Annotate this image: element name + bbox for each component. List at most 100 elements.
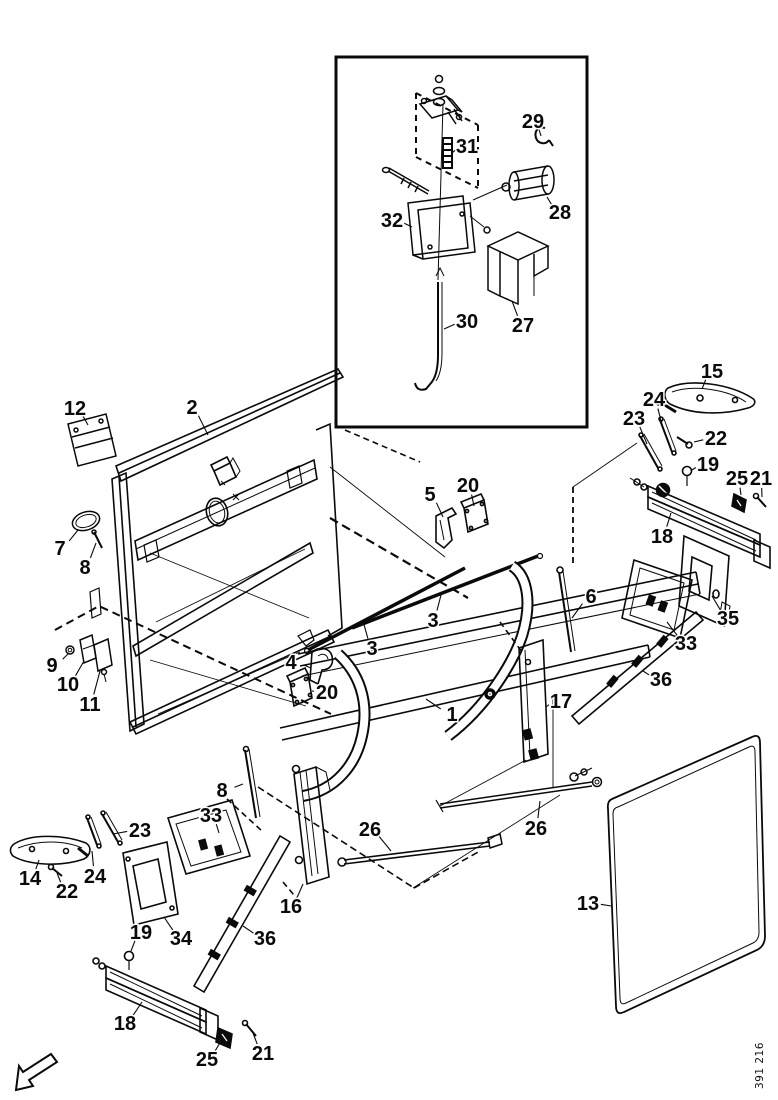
callout-36: 36 bbox=[254, 928, 276, 950]
callout-11: 11 bbox=[79, 694, 100, 716]
callout-leader-15-22 bbox=[702, 380, 706, 389]
callout-24: 24 bbox=[84, 866, 107, 888]
callout-leader-34-42 bbox=[164, 917, 173, 930]
callout-25: 25 bbox=[196, 1049, 218, 1071]
callout-15: 15 bbox=[701, 361, 723, 383]
callout-leader-27-4 bbox=[512, 301, 518, 316]
callout-leader-4-17 bbox=[303, 665, 311, 668]
callout-leader-23-24 bbox=[640, 427, 647, 444]
callout-16: 16 bbox=[280, 896, 302, 918]
callout-leader-32-2 bbox=[404, 223, 412, 227]
callout-leader-24-23 bbox=[658, 409, 663, 428]
callout-leader-36-32 bbox=[643, 671, 649, 675]
callout-3: 3 bbox=[366, 638, 377, 660]
callout-leader-35-30 bbox=[712, 596, 720, 610]
callout-leader-22-25 bbox=[694, 440, 703, 442]
callout-5: 5 bbox=[424, 484, 435, 506]
link-rods bbox=[338, 768, 602, 888]
callout-leader-36-44 bbox=[243, 926, 254, 933]
callout-24: 24 bbox=[643, 389, 666, 411]
callout-28: 28 bbox=[549, 202, 571, 224]
callout-leader-19-43 bbox=[131, 941, 135, 951]
callout-2: 2 bbox=[186, 397, 197, 419]
callout-6: 6 bbox=[585, 586, 596, 608]
callout-19: 19 bbox=[130, 922, 152, 944]
callout-21: 21 bbox=[252, 1043, 274, 1065]
callout-leader-14-38 bbox=[36, 860, 39, 869]
inset-detail-box bbox=[336, 57, 587, 427]
callout-27: 27 bbox=[512, 315, 534, 337]
callout-31: 31 bbox=[456, 136, 478, 158]
callout-leader-2-7 bbox=[198, 416, 208, 435]
door-panel bbox=[90, 369, 343, 734]
callout-33: 33 bbox=[675, 633, 697, 655]
callout-leader-23-35 bbox=[113, 831, 127, 834]
callout-34: 34 bbox=[170, 928, 193, 950]
callout-30: 30 bbox=[456, 311, 478, 333]
bottom-left-cluster bbox=[10, 747, 330, 1049]
callout-20: 20 bbox=[316, 682, 338, 704]
callout-leader-21-48 bbox=[253, 1033, 257, 1044]
callout-leader-25-47 bbox=[215, 1041, 221, 1051]
figure-code: 391 216 bbox=[754, 1042, 766, 1089]
callout-26: 26 bbox=[525, 818, 547, 840]
callout-4: 4 bbox=[285, 652, 297, 674]
callout-leader-11-12 bbox=[94, 671, 100, 694]
callout-leader-24-36 bbox=[92, 851, 93, 866]
callout-21: 21 bbox=[750, 468, 772, 490]
callout-leader-18-46 bbox=[133, 1002, 142, 1015]
callout-18: 18 bbox=[114, 1013, 136, 1035]
callout-18: 18 bbox=[651, 526, 673, 548]
callout-3: 3 bbox=[427, 610, 438, 632]
callout-leader-20-14 bbox=[472, 495, 474, 506]
callout-leader-7-8 bbox=[69, 530, 78, 541]
callout-7: 7 bbox=[54, 538, 65, 560]
callout-leader-16-41 bbox=[297, 884, 303, 897]
callout-leader-26-40 bbox=[538, 801, 540, 818]
center-frame bbox=[280, 494, 700, 806]
callout-23: 23 bbox=[623, 408, 645, 430]
callout-1: 1 bbox=[446, 704, 457, 726]
callout-10: 10 bbox=[57, 674, 79, 696]
callout-leader-18-29 bbox=[667, 513, 671, 527]
callout-leader-5-13 bbox=[436, 503, 443, 517]
callout-9: 9 bbox=[46, 655, 57, 677]
callout-26: 26 bbox=[359, 819, 381, 841]
callout-leader-1-19 bbox=[426, 699, 441, 709]
callout-17: 17 bbox=[550, 691, 572, 713]
direction-arrow-icon bbox=[16, 1054, 57, 1090]
callout-25: 25 bbox=[726, 468, 748, 490]
callout-leader-17-20 bbox=[546, 705, 549, 707]
callout-leader-9-10 bbox=[63, 653, 69, 659]
callout-8: 8 bbox=[216, 780, 227, 802]
left-small-parts bbox=[66, 414, 116, 682]
callout-leader-19-26 bbox=[692, 468, 696, 470]
callout-leader-6-21 bbox=[572, 604, 583, 618]
callout-35: 35 bbox=[717, 608, 739, 630]
callout-leader-30-5 bbox=[444, 324, 455, 329]
alignment-lines bbox=[55, 430, 637, 901]
callout-leader-13-45 bbox=[601, 904, 611, 906]
callout-leader-31-0 bbox=[452, 150, 455, 153]
callout-leader-29-1 bbox=[539, 130, 541, 136]
callout-leader-28-3 bbox=[547, 197, 551, 204]
callout-leader-3-16 bbox=[363, 621, 368, 639]
callout-14: 14 bbox=[19, 868, 42, 890]
callout-13: 13 bbox=[577, 893, 599, 915]
callout-leader-10-11 bbox=[75, 661, 84, 676]
callout-32: 32 bbox=[381, 210, 403, 232]
callout-22: 22 bbox=[705, 428, 727, 450]
callout-22: 22 bbox=[56, 881, 78, 903]
callout-leader-12-6 bbox=[83, 416, 88, 425]
callout-20: 20 bbox=[457, 475, 479, 497]
callout-leader-8-33 bbox=[234, 784, 243, 787]
callout-leader-33-34 bbox=[216, 824, 219, 833]
callout-33: 33 bbox=[200, 805, 222, 827]
callout-29: 29 bbox=[522, 111, 544, 133]
callout-23: 23 bbox=[129, 820, 151, 842]
callout-leader-26-39 bbox=[379, 836, 391, 851]
callout-36: 36 bbox=[650, 669, 672, 691]
